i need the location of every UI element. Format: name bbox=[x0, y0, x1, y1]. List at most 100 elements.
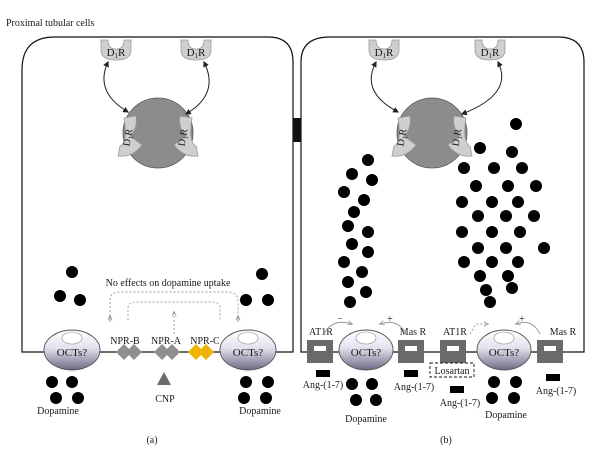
svg-text:D1R: D1R bbox=[187, 47, 206, 60]
receptor-sub: 1 bbox=[383, 52, 387, 60]
arrow-d1r-left-a bbox=[103, 60, 130, 113]
dopamine-label-right-b: Dopamine bbox=[485, 410, 527, 421]
receptor-d1r-nucleus-right-b: D1R bbox=[447, 115, 473, 157]
receptor-label: D bbox=[481, 47, 489, 59]
dopamine-molecule bbox=[538, 242, 550, 254]
receptor-suffix: R bbox=[492, 47, 500, 59]
npr-a-receptor: NPR-A bbox=[151, 336, 182, 360]
receptor-suffix: R bbox=[118, 47, 126, 59]
npr-b-label: NPR-B bbox=[110, 336, 140, 347]
cell-membrane-b bbox=[300, 36, 585, 353]
arrow-d1r-right-b bbox=[460, 60, 503, 116]
svg-text:D1R: D1R bbox=[122, 128, 137, 148]
receptor-d1r-nucleus-left-a: D1R bbox=[117, 115, 143, 157]
dopamine-molecule bbox=[458, 256, 470, 268]
dopamine-molecule bbox=[46, 376, 58, 388]
dopamine-molecule bbox=[240, 294, 252, 306]
dopamine-molecule bbox=[72, 392, 84, 404]
dopamine-molecule bbox=[488, 376, 500, 388]
receptor-label: D bbox=[396, 138, 408, 147]
dopamine-molecule bbox=[338, 256, 350, 268]
receptor-d1r-top-left-b: D1R bbox=[368, 39, 400, 61]
receptor-label: D bbox=[451, 138, 463, 147]
dopamine-molecule bbox=[346, 238, 358, 250]
cell-membrane-a bbox=[21, 36, 294, 353]
receptor-d1r-nucleus-right-a: D1R bbox=[173, 115, 199, 157]
dopamine-label-right-a: Dopamine bbox=[239, 406, 281, 417]
dopamine-molecule bbox=[256, 268, 268, 280]
sign-plus-right: + bbox=[519, 314, 525, 325]
at1r-label: AT1R bbox=[443, 327, 467, 338]
dopamine-molecule bbox=[348, 206, 360, 218]
dopamine-molecule bbox=[74, 294, 86, 306]
dopamine-molecule bbox=[484, 296, 496, 308]
dopamine-molecule bbox=[358, 194, 370, 206]
dopamine-molecule bbox=[474, 270, 486, 282]
oct-label: OCTs? bbox=[351, 347, 382, 359]
receptor-d1r-top-right-a: D1R bbox=[180, 39, 212, 61]
arrow-d1r-left-b bbox=[370, 60, 400, 113]
panel-b: D1R D1R D1R D1R AT1R Mas R bbox=[300, 36, 585, 446]
svg-text:D1R: D1R bbox=[481, 47, 500, 60]
cnp-triangle bbox=[157, 372, 171, 385]
dopamine-molecule bbox=[512, 256, 524, 268]
losartan-box bbox=[429, 362, 475, 378]
receptor-label: D bbox=[375, 47, 383, 59]
dopamine-molecule bbox=[262, 376, 274, 388]
dopamine-molecule bbox=[500, 210, 512, 222]
receptor-sub: 1 bbox=[195, 52, 199, 60]
svg-text:D1R: D1R bbox=[107, 47, 126, 60]
dopamine-molecule bbox=[238, 392, 250, 404]
dopamine-molecules bbox=[46, 118, 550, 406]
dopamine-molecule bbox=[486, 392, 498, 404]
dopamine-molecule bbox=[338, 186, 350, 198]
ang-label-1: Ang-(1-7) bbox=[303, 380, 344, 391]
panel-divider-marker bbox=[293, 118, 301, 142]
no-effects-label: No effects on dopamine uptake bbox=[106, 278, 231, 289]
oct-label: OCTs? bbox=[57, 347, 88, 359]
dopamine-molecule bbox=[508, 392, 520, 404]
ang-peptide-2 bbox=[404, 370, 418, 377]
dopamine-molecule bbox=[66, 266, 78, 278]
dopamine-molecule bbox=[360, 286, 372, 298]
npr-b-receptor: NPR-B bbox=[110, 336, 142, 360]
receptor-suffix: R bbox=[452, 128, 464, 137]
dopamine-molecule bbox=[344, 296, 356, 308]
receptor-suffix: R bbox=[123, 128, 135, 137]
dopamine-molecule bbox=[514, 226, 526, 238]
svg-text:D1R: D1R bbox=[396, 128, 411, 148]
oct-transporter-left-a: OCTs? bbox=[43, 329, 101, 371]
npr-c-label: NPR-C bbox=[190, 336, 220, 347]
panel-a: D1R D1R D1R D1R No effects on dopamine u… bbox=[21, 36, 294, 446]
npr-c-receptor: NPR-C bbox=[188, 336, 220, 360]
dopamine-molecule bbox=[530, 180, 542, 192]
dopamine-molecule bbox=[346, 378, 358, 390]
dopamine-molecule bbox=[366, 378, 378, 390]
at1r-receptor-right: AT1R bbox=[440, 327, 467, 363]
panel-a-caption: (a) bbox=[146, 435, 157, 446]
svg-text:D1R: D1R bbox=[451, 128, 466, 148]
receptor-sub: 1 bbox=[182, 135, 191, 140]
dopamine-molecule bbox=[506, 146, 518, 158]
mas-r-label: Mas R bbox=[400, 327, 427, 338]
oct-transporter-left-b: OCTs? bbox=[338, 329, 394, 371]
dopamine-molecule bbox=[470, 180, 482, 192]
receptor-sub: 1 bbox=[401, 135, 410, 140]
panel-b-caption: (b) bbox=[440, 435, 452, 446]
ang-label-4: Ang-(1-7) bbox=[536, 386, 577, 397]
dopamine-molecule bbox=[486, 226, 498, 238]
ang-peptide-4 bbox=[546, 374, 560, 381]
dopamine-molecule bbox=[472, 242, 484, 254]
receptor-suffix: R bbox=[178, 128, 190, 137]
ang-label-2: Ang-(1-7) bbox=[394, 382, 435, 393]
dopamine-molecule bbox=[350, 394, 362, 406]
receptor-label: D bbox=[177, 138, 189, 147]
receptor-sub: 1 bbox=[456, 135, 465, 140]
dopamine-molecule bbox=[362, 246, 374, 258]
dopamine-molecule bbox=[486, 256, 498, 268]
dopamine-molecule bbox=[260, 392, 272, 404]
ang-peptide-3 bbox=[450, 386, 464, 393]
at1r-label: AT1R bbox=[309, 327, 333, 338]
arrow-d1r-right-a bbox=[184, 60, 210, 115]
